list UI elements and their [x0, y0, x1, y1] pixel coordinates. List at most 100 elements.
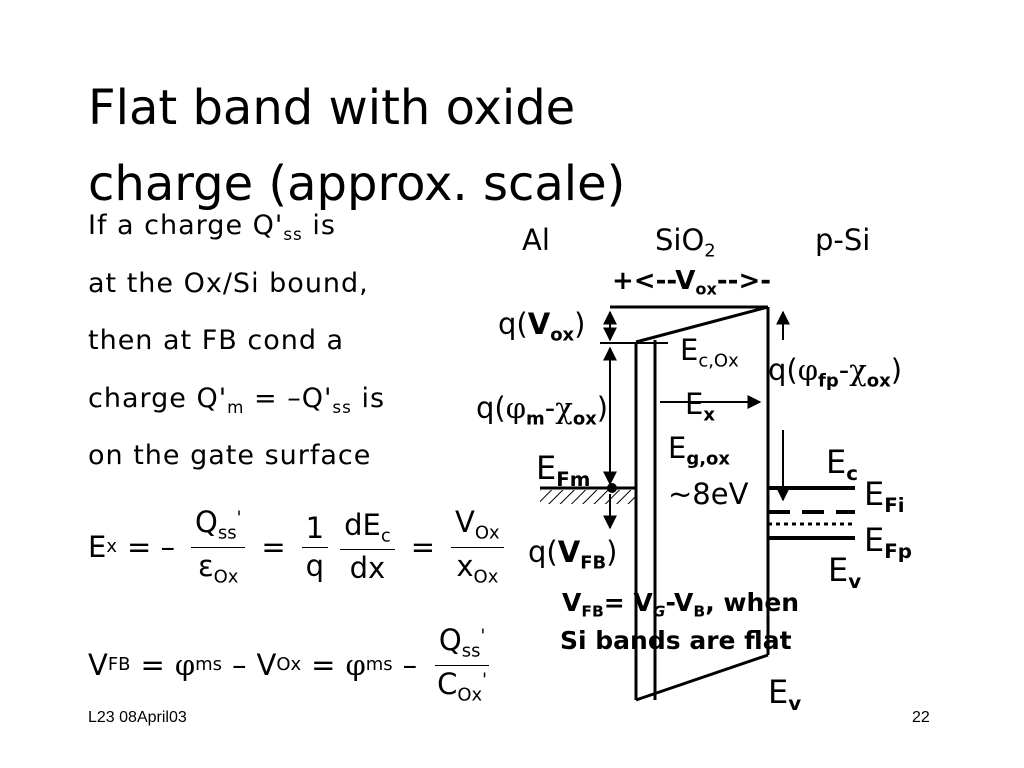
body-line-2: at the Ox/Si bound, [88, 268, 369, 299]
label-subscript: FB [581, 602, 604, 621]
label-subscript: ox [572, 408, 597, 430]
vfb-definition-line1: VFB= VG-VB, when [562, 590, 799, 620]
label-text: SiO [655, 223, 705, 257]
eq-operator: – [232, 647, 247, 682]
oxide-valence-band [635, 653, 769, 702]
label-text: E [680, 333, 699, 367]
label-subscript: ox [695, 279, 717, 299]
label-text: E [828, 551, 849, 589]
metal-hatch [540, 490, 635, 504]
slide-number: 22 [912, 709, 930, 726]
eq-symbol: ε [197, 548, 214, 583]
fraction-dec-over-dx: dEc dx [340, 507, 395, 586]
label-subscript: G [652, 602, 666, 621]
label-text: φ [797, 353, 819, 387]
label-subscript: v [848, 569, 862, 593]
body-text: If a charge Q' [88, 210, 284, 241]
label-text: - [838, 353, 850, 387]
label-subscript: 2 [704, 240, 716, 262]
label-subscript: Fm [556, 467, 591, 491]
slide-title-line2: charge (approx. scale) [88, 156, 626, 212]
vfb-definition-line2: Si bands are flat [560, 626, 792, 655]
label-text: ) [890, 353, 903, 387]
eq-subscript: Ox [474, 522, 500, 544]
q-vfb-label: q(VFB) [528, 538, 618, 572]
label-text: E [668, 431, 687, 465]
ev-right-label: Ev [828, 554, 861, 592]
eq-symbol: C [437, 666, 458, 701]
body-subscript: ss [283, 223, 303, 244]
ex-label: Ex [685, 390, 715, 424]
eq-symbol: Q [438, 623, 462, 658]
eq-subscript: x [106, 536, 117, 557]
body-line-4: charge Q'm = –Q'ss is [88, 385, 385, 416]
label-text: ) [574, 307, 586, 341]
label-text: q( [498, 307, 528, 341]
eq-operator: = [311, 647, 336, 682]
label-text: V [527, 307, 551, 341]
ec-label: Ec [826, 446, 858, 484]
label-text: -V [665, 588, 694, 617]
eq-operator: – [402, 647, 418, 682]
q-phifp-label: q(φfp-χox) [768, 356, 902, 390]
label-text: E [826, 443, 847, 481]
label-text: E [536, 449, 557, 487]
body-text: is [351, 383, 386, 414]
eq-subscript: Ox [473, 565, 499, 587]
slide-title-line1: Flat band with oxide [88, 80, 576, 136]
eg-ox-label: Eg,ox [668, 434, 730, 468]
label-subscript: FB [580, 552, 607, 574]
label-text: χ [849, 353, 867, 387]
body-text: = –Q' [244, 383, 333, 414]
fraction-qss-over-cox: Qss' COx' [433, 626, 491, 704]
eq-symbol: φ [174, 647, 196, 682]
fraction-vox-over-xox: VOx xOx [451, 508, 504, 586]
eg-value-label: ~8eV [668, 477, 749, 511]
eq-prime: ' [482, 669, 487, 690]
body-subscript: m [227, 396, 245, 417]
ev-bottom-label: Ev [768, 676, 801, 714]
eq-symbol: q [305, 548, 325, 583]
label-text: V [675, 266, 696, 296]
q-phim-label: q(φm-χox) [476, 394, 608, 428]
eq-operator: = [410, 529, 436, 564]
label-subscript: m [526, 408, 545, 430]
region-label-sio2: SiO2 [655, 226, 716, 260]
efm-dot [607, 483, 617, 493]
eq-symbol: Q [195, 505, 218, 540]
label-subscript: v [788, 691, 802, 715]
eq-symbol: dx [349, 551, 386, 586]
label-text: χ [555, 391, 573, 425]
eq-prime: ' [236, 508, 242, 529]
label-text: V [562, 588, 582, 617]
eq-prime: ' [480, 626, 486, 647]
oxide-conduction-band [635, 305, 769, 344]
label-text: = V [603, 588, 653, 617]
eq-operator: = [261, 529, 286, 564]
eq-symbol: V [256, 647, 277, 682]
label-text: ) [606, 535, 618, 569]
eq-operator: = [140, 647, 165, 682]
label-text: V [557, 535, 581, 569]
eq-subscript: ms [195, 654, 223, 675]
eq-symbol: E [88, 529, 107, 564]
label-subscript: c,Ox [698, 350, 739, 372]
eq-subscript: Ox [457, 683, 483, 705]
label-subscript: ox [550, 324, 575, 346]
eq-subscript: ss [217, 522, 237, 544]
label-text: E [768, 673, 789, 711]
eq-symbol: x [456, 548, 474, 583]
eq-symbol: V [88, 647, 108, 682]
eq-symbol: V [455, 505, 475, 540]
vox-bar-label: +<--Vox-->- [612, 268, 771, 298]
q-vox-label: q(Vox) [498, 310, 585, 344]
label-text: - [544, 391, 556, 425]
fraction-qss-over-eps: Qss' εOx [191, 505, 246, 586]
eq-subscript: ss [461, 640, 481, 662]
eq-symbol: dE [344, 507, 381, 542]
label-subscript: Fp [884, 539, 912, 563]
eq-operator: = – [126, 529, 175, 564]
